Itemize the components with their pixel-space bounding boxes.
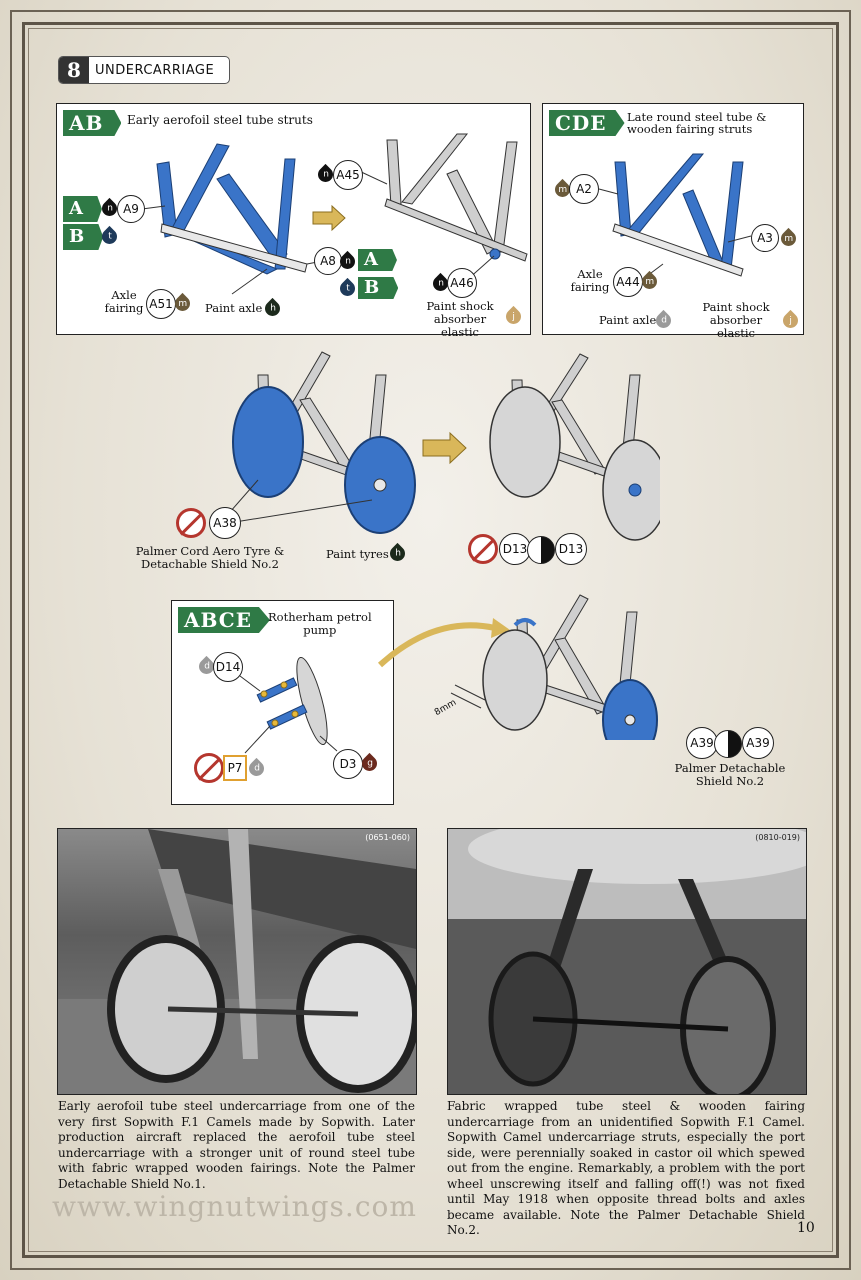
yin-yang-icon (527, 536, 555, 564)
petrol-pump-diagram (239, 656, 338, 754)
photo-ref: (0810-019) (755, 833, 800, 842)
version-tag-abce: ABCE (178, 607, 270, 633)
photo-content (58, 829, 416, 1094)
shield-label: Palmer Detachable Shield No.2 (674, 761, 786, 788)
part-a9: A9 (117, 195, 145, 223)
no-glue-icon (468, 534, 498, 564)
paint-shock-label: Paint shock absorber elastic (702, 300, 770, 340)
wheel-assembly-diagram (229, 351, 660, 541)
no-cement-icon (194, 753, 224, 783)
axle-fairing-label: Axle fairing (104, 288, 144, 315)
step-number: 8 (59, 57, 89, 83)
tag-a: A (63, 196, 102, 222)
part-a3: A3 (751, 224, 779, 252)
part-a44: A44 (613, 267, 643, 297)
tyre-label: Palmer Cord Aero Tyre & Detachable Shiel… (135, 544, 285, 571)
part-a38: A38 (209, 507, 241, 539)
reference-photo-early: (0651-060) (57, 828, 417, 1095)
reference-photo-late: (0810-019) (447, 828, 807, 1095)
part-d13: D13 (555, 533, 587, 565)
tag-b: B (358, 277, 399, 299)
part-a51: A51 (146, 289, 176, 319)
tag-a: A (358, 249, 397, 271)
tag-b: B (63, 224, 104, 250)
page-border-outer (10, 10, 851, 1270)
part-p7: P7 (223, 755, 247, 781)
panel-late-struts: CDE Late round steel tube & wooden fairi… (542, 103, 804, 340)
axle-fairing-label: Axle fairing (570, 267, 610, 294)
photo-ref: (0651-060) (365, 833, 410, 842)
photo-caption-early: Early aerofoil tube steel undercarriage … (58, 1099, 415, 1191)
yin-yang-icon (714, 730, 742, 758)
paint-axle-label: Paint axle (205, 301, 263, 315)
page-border-inner (28, 28, 833, 1252)
part-a46: A46 (447, 268, 477, 298)
panel-title: Early aerofoil steel tube struts (127, 113, 313, 127)
early-struts-diagram (141, 133, 528, 295)
panel-title: Rotherham petrol pump (268, 610, 372, 637)
page-border (22, 22, 839, 1258)
version-tag-ab: AB (63, 110, 122, 136)
part-d14: D14 (213, 652, 243, 682)
website-watermark: www.wingnutwings.com (52, 1190, 417, 1223)
page-number: 10 (797, 1220, 815, 1236)
panel-title: Late round steel tube & wooden fairing s… (627, 110, 767, 136)
part-a45: A45 (333, 160, 363, 190)
photo-caption-late: Fabric wrapped tube steel & wooden fairi… (447, 1099, 805, 1237)
no-glue-icon (176, 508, 206, 538)
part-a39: A39 (742, 727, 774, 759)
part-a8: A8 (314, 247, 342, 275)
step-title: UNDERCARRIAGE (95, 62, 215, 78)
pump-install-diagram (377, 594, 658, 740)
part-a2: A2 (569, 174, 599, 204)
part-a39: A39 (686, 727, 718, 759)
part-d3: D3 (333, 749, 363, 779)
version-tag-cde: CDE (549, 110, 625, 136)
panel-early-struts: AB Early aerofoil steel tube struts (56, 103, 531, 339)
paint-tyres-label: Paint tyres (326, 547, 389, 561)
paint-shock-label: Paint shock absorber elastic (426, 299, 494, 339)
paint-axle-label: Paint axle (599, 313, 657, 327)
panel-petrol-pump: ABCE Rotherham petrol pump d D14 P7 d D3… (171, 600, 394, 805)
late-struts-diagram (598, 153, 752, 280)
photo-content (448, 829, 806, 1094)
step-header: 8 UNDERCARRIAGE (58, 56, 230, 84)
